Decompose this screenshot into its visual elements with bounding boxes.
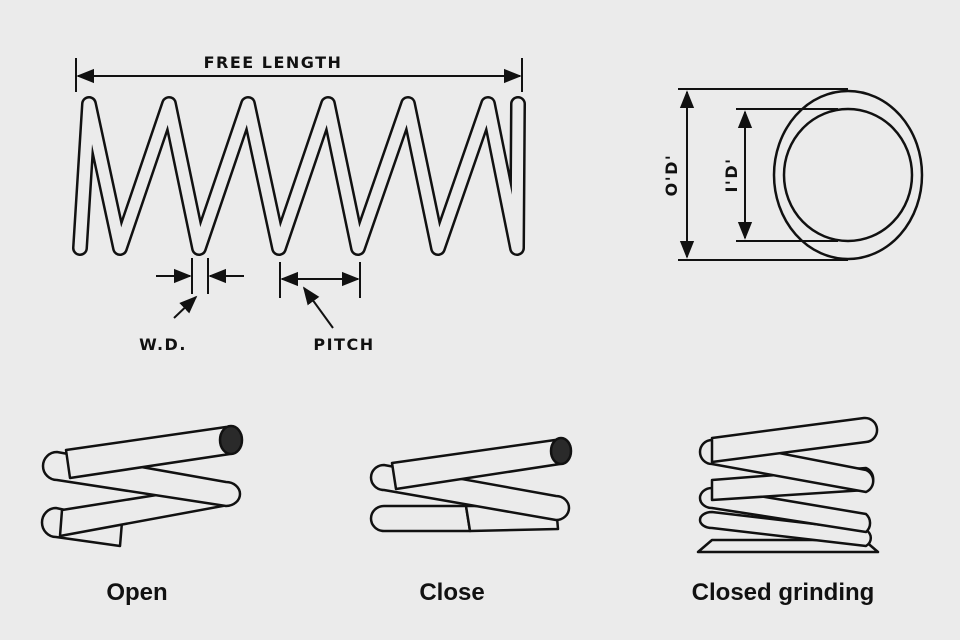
wire-diameter-dimension: W.D. — [139, 258, 244, 354]
spring-side-view — [72, 96, 526, 256]
pitch-dimension: PITCH — [279, 262, 374, 354]
spring-end-view: O'D' I'D' — [662, 88, 924, 261]
caption-open: Open — [106, 579, 167, 606]
caption-close: Close — [419, 579, 484, 606]
outer-diameter-label: O'D' — [662, 154, 681, 197]
free-length-label: FREE LENGTH — [204, 53, 343, 72]
free-length-dimension: FREE LENGTH — [75, 53, 523, 92]
open-end-spring — [40, 424, 244, 548]
caption-closed-grinding: Closed grinding — [692, 579, 875, 606]
closed-ground-spring — [696, 416, 880, 554]
closed-end-spring — [369, 436, 573, 533]
pitch-label: PITCH — [313, 335, 374, 354]
inner-diameter-label: I'D' — [722, 157, 741, 192]
wire-diameter-label: W.D. — [139, 335, 187, 354]
